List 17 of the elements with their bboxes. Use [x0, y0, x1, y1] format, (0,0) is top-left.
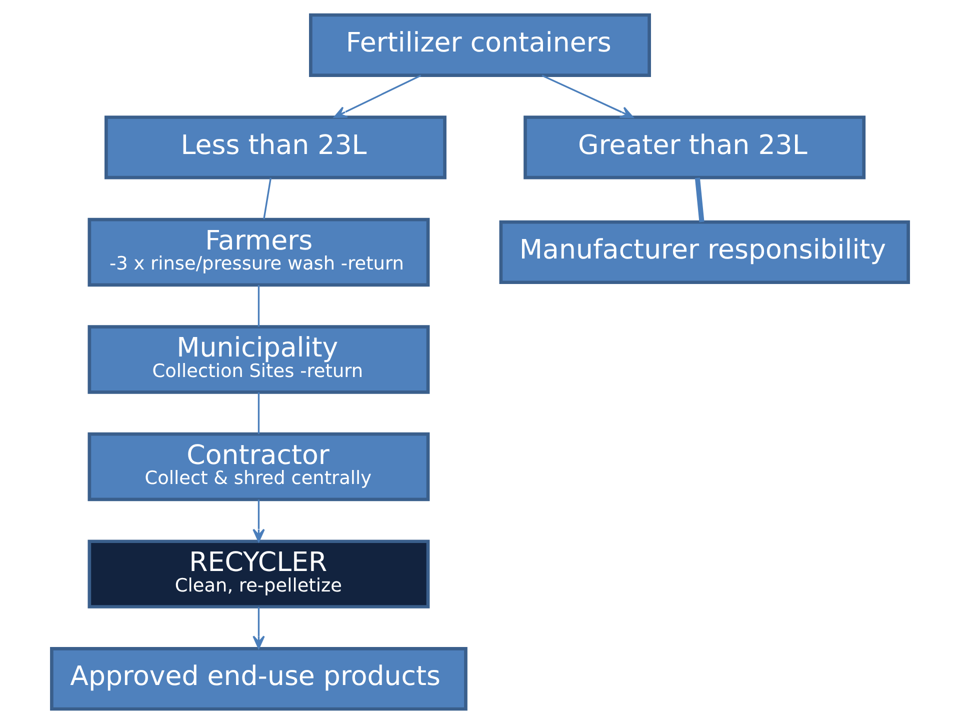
node-box: RECYCLER Clean, re-pelletize: [87, 540, 430, 608]
arrow: [333, 74, 421, 118]
node-box: Farmers -3 x rinse/pressure wash -return: [87, 218, 430, 287]
connector: [257, 285, 260, 327]
node-box: Less than 23L: [104, 116, 446, 180]
connector: [257, 392, 260, 434]
connector: [694, 178, 704, 222]
node-box: Municipality Collection Sites -return: [87, 325, 430, 394]
arrow: [541, 74, 633, 118]
node-box: Greater than 23L: [523, 116, 866, 180]
connector: [262, 178, 272, 220]
node-box: Manufacturer responsibility: [498, 220, 910, 284]
node-box: Approved end-use products: [50, 646, 467, 711]
arrow: [252, 500, 264, 542]
arrow: [252, 607, 264, 649]
node-box: Fertilizer containers: [308, 13, 650, 78]
node-box: Contractor Collect & shred centrally: [87, 432, 430, 502]
